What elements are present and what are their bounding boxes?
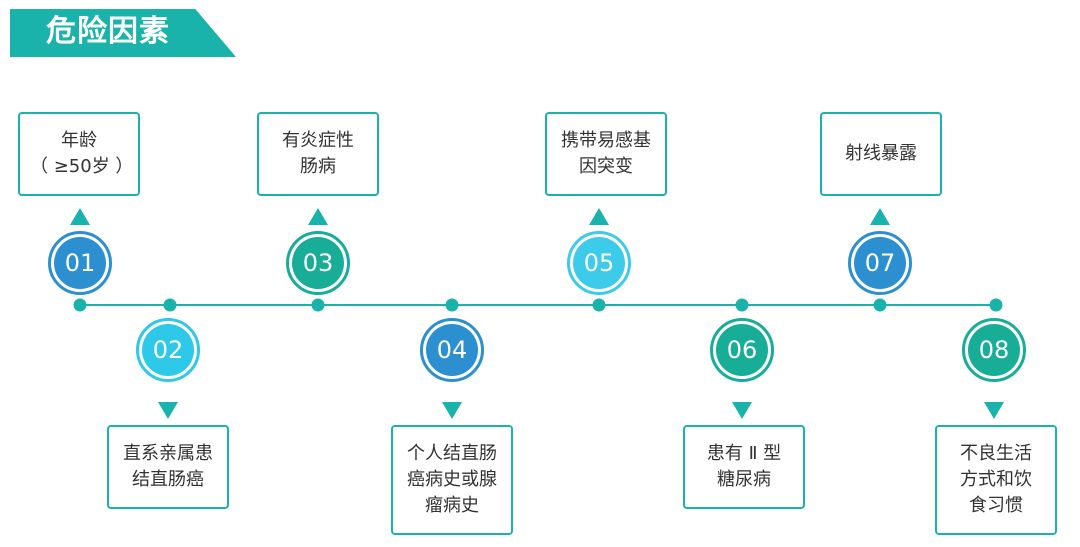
badge-number: 04 (426, 324, 478, 376)
arrow-up-icon (308, 208, 328, 225)
badge-number: 02 (142, 324, 194, 376)
arrow-down-icon (158, 402, 178, 419)
factor-badge-08: 08 (962, 318, 1026, 382)
timeline-line (80, 304, 996, 306)
badge-number: 07 (854, 237, 906, 289)
factor-box-03: 有炎症性 肠病 (257, 112, 379, 196)
badge-number: 06 (716, 324, 768, 376)
page-title: 危险因素 (46, 14, 170, 49)
factor-label: 不良生活 方式和饮 食习惯 (960, 443, 1032, 516)
title-banner (10, 9, 236, 57)
factor-badge-02: 02 (136, 318, 200, 382)
factor-label: 患有 Ⅱ 型 糖尿病 (706, 443, 782, 490)
factor-label: 有炎症性 肠病 (282, 130, 354, 177)
factor-badge-06: 06 (710, 318, 774, 382)
timeline-dot (445, 298, 459, 312)
badge-number: 05 (573, 237, 625, 289)
badge-number: 03 (292, 237, 344, 289)
factor-box-07: 射线暴露 (820, 112, 942, 196)
timeline-dot (73, 298, 87, 312)
factor-box-08: 不良生活 方式和饮 食习惯 (935, 425, 1057, 535)
arrow-down-icon (442, 402, 462, 419)
factor-box-02: 直系亲属患 结直肠癌 (107, 425, 229, 509)
factor-badge-05: 05 (567, 231, 631, 295)
arrow-up-icon (70, 208, 90, 225)
timeline-dot (989, 298, 1003, 312)
factor-label: 射线暴露 (845, 143, 917, 164)
timeline-dot (163, 298, 177, 312)
factor-box-04: 个人结直肠 癌病史或腺 瘤病史 (391, 425, 513, 535)
factor-box-01: 年龄 （ ≥50岁 ） (18, 112, 140, 196)
factor-box-06: 患有 Ⅱ 型 糖尿病 (683, 425, 805, 509)
arrow-up-icon (589, 208, 609, 225)
factor-label: 个人结直肠 癌病史或腺 瘤病史 (407, 443, 497, 516)
arrow-up-icon (870, 208, 890, 225)
badge-number: 08 (968, 324, 1020, 376)
factor-badge-04: 04 (420, 318, 484, 382)
timeline-dot (873, 298, 887, 312)
badge-number: 01 (54, 237, 106, 289)
timeline-dot (311, 298, 325, 312)
timeline-dot (735, 298, 749, 312)
factor-badge-03: 03 (286, 231, 350, 295)
factor-label: 携带易感基 因突变 (561, 130, 651, 177)
factor-label: 年龄 （ ≥50岁 ） (30, 130, 134, 177)
factor-label: 直系亲属患 结直肠癌 (123, 443, 213, 490)
arrow-down-icon (732, 402, 752, 419)
arrow-down-icon (984, 402, 1004, 419)
factor-box-05: 携带易感基 因突变 (545, 112, 667, 196)
timeline-dot (592, 298, 606, 312)
factor-badge-07: 07 (848, 231, 912, 295)
factor-badge-01: 01 (48, 231, 112, 295)
